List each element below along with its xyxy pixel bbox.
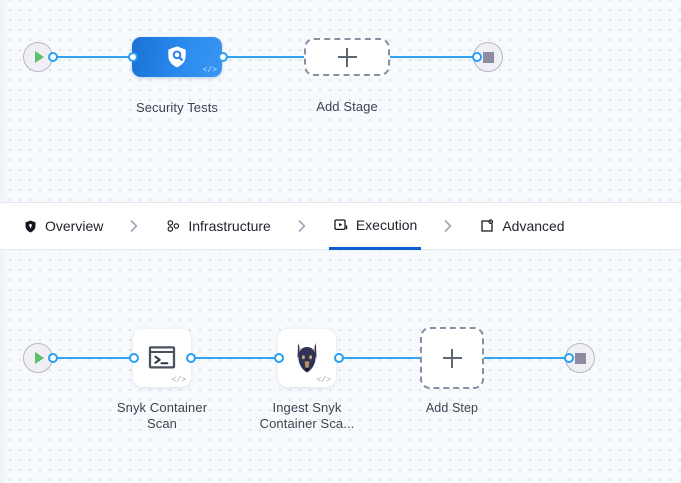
stage-code-tag: </> [202, 66, 217, 75]
tab-overview[interactable]: Overview [18, 203, 107, 250]
chevron-right-icon [444, 220, 452, 232]
step-1-code-tag: </> [171, 376, 186, 385]
step-start-output-port[interactable] [48, 353, 58, 363]
step-start-node[interactable] [23, 343, 53, 373]
plus-icon [442, 348, 462, 368]
stage-canvas[interactable]: </> Security Tests Add Stage [0, 0, 681, 202]
connector-step2-to-addstep [338, 357, 420, 359]
plus-icon [337, 47, 357, 67]
stage-node-input-port[interactable] [128, 52, 138, 62]
connector-addstep-to-end [484, 357, 568, 359]
canvas-left-fade [0, 0, 8, 202]
step-canvas[interactable]: </> Snyk Container Scan </> Ingest Snyk … [0, 250, 681, 483]
step-node-snyk-container-scan[interactable]: </> [133, 329, 191, 387]
stop-icon [574, 352, 586, 364]
terminal-icon [148, 346, 176, 369]
play-icon [35, 51, 44, 63]
tab-separator-3 [421, 218, 475, 234]
add-stage-button[interactable] [304, 38, 390, 76]
step-1-label: Snyk Container Scan [87, 400, 237, 432]
step-canvas-left-fade [0, 250, 8, 483]
step-2-label-line1: Ingest Snyk [272, 400, 342, 415]
add-step-button[interactable] [420, 327, 484, 389]
add-stage-label: Add Stage [316, 99, 378, 114]
step-2-input-port[interactable] [274, 353, 284, 363]
tab-execution-label: Execution [355, 216, 418, 233]
stop-icon [482, 51, 494, 63]
snyk-dog-icon [297, 343, 317, 373]
step-2-label-line2: Container Sca... [259, 416, 355, 431]
stage-node-output-port[interactable] [218, 52, 228, 62]
step-1-output-port[interactable] [186, 353, 196, 363]
chevron-right-icon [131, 220, 138, 232]
start-node-output-port[interactable] [48, 52, 58, 62]
step-1-label-line1: Snyk Container [116, 400, 208, 415]
nodes-icon [165, 218, 181, 234]
tab-infrastructure[interactable]: Infrastructure [161, 203, 274, 250]
connector-addstage-to-end [390, 56, 476, 58]
connector-start-to-step1 [52, 357, 134, 359]
tab-advanced-label: Advanced [502, 218, 565, 234]
tab-infrastructure-label: Infrastructure [188, 218, 271, 234]
step-2-output-port[interactable] [334, 353, 344, 363]
tab-separator-1 [107, 218, 161, 234]
step-end-input-port[interactable] [564, 353, 574, 363]
pipeline-tab-bar[interactable]: Overview Infrastructure Exec [0, 202, 681, 250]
tab-advanced[interactable]: Advanced [475, 203, 568, 250]
play-box-icon [333, 217, 349, 233]
end-node-input-port[interactable] [472, 52, 482, 62]
step-node-ingest-snyk-container-scan[interactable]: </> [278, 329, 336, 387]
step-2-code-tag: </> [316, 376, 331, 385]
connector-stage-to-addstage [222, 56, 304, 58]
tab-separator-2 [275, 218, 329, 234]
stage-node-security-tests[interactable]: </> [132, 37, 222, 77]
stage-node-label: Security Tests [135, 100, 219, 115]
step-2-label: Ingest Snyk Container Sca... [232, 400, 382, 432]
step-1-input-port[interactable] [129, 353, 139, 363]
step-1-label-line2: Scan [146, 416, 178, 431]
box-gear-icon [479, 218, 495, 234]
connector-step1-to-step2 [190, 357, 282, 359]
play-icon [35, 352, 44, 364]
shield-icon [22, 218, 38, 234]
shield-search-icon [168, 46, 186, 68]
tab-execution[interactable]: Execution [328, 203, 422, 250]
chevron-right-icon [298, 220, 306, 232]
tab-overview-label: Overview [45, 218, 104, 234]
add-step-label: Add Step [425, 401, 479, 415]
connector-start-to-stage [52, 56, 134, 58]
